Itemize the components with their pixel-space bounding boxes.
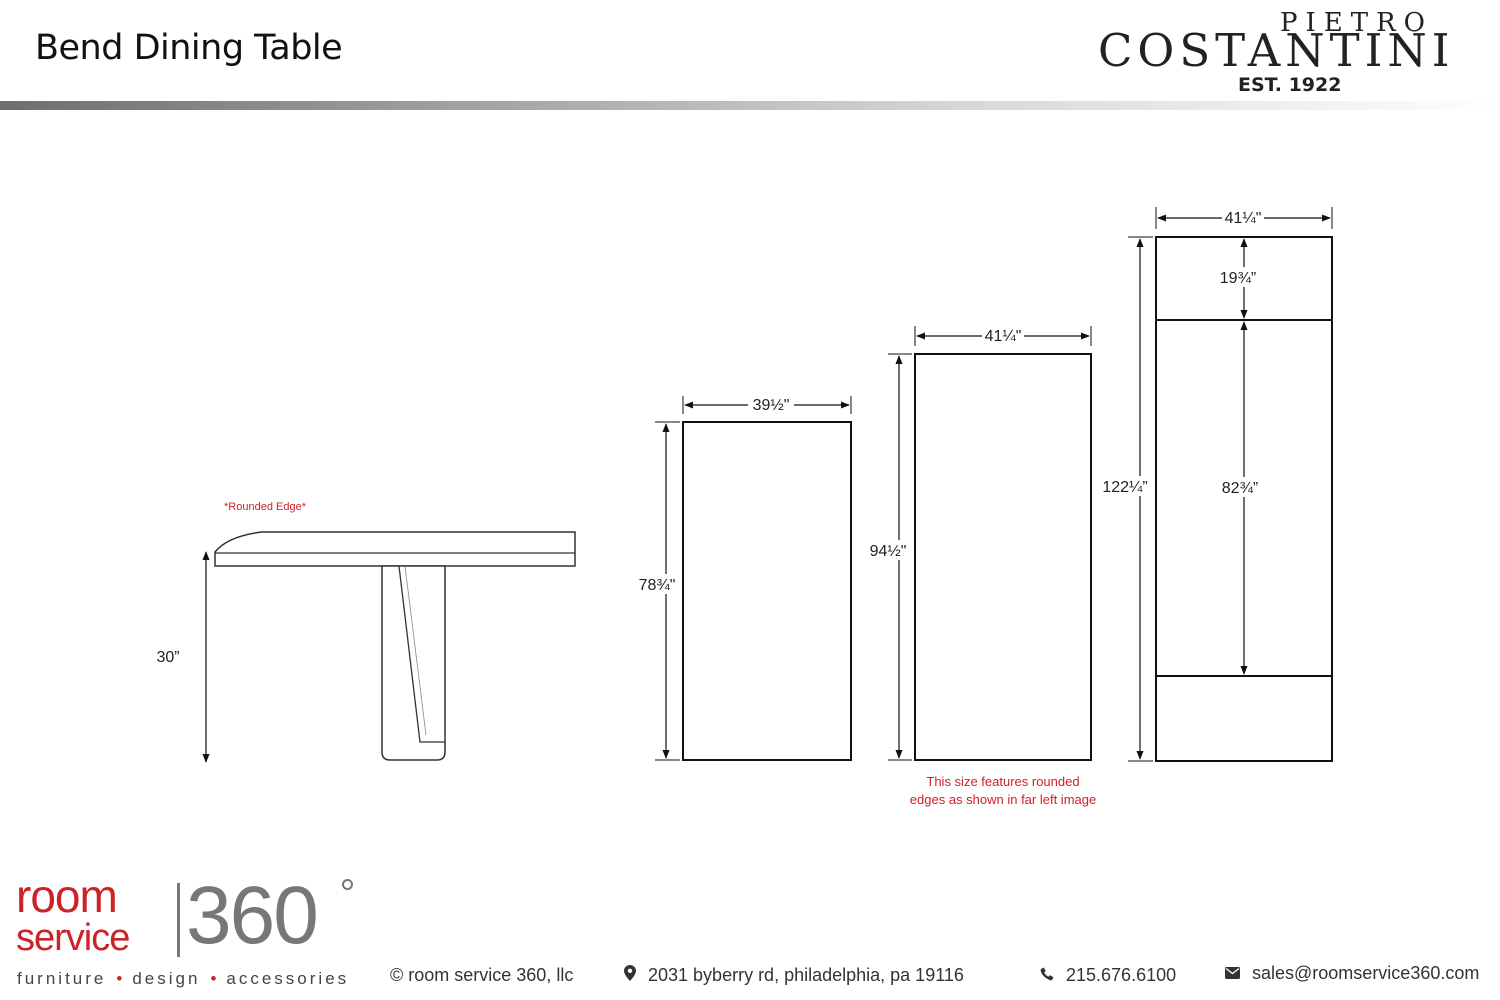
tagline-furniture: furniture (17, 969, 107, 988)
degree-icon (342, 879, 353, 890)
inner-label: 82¾” (1222, 480, 1258, 497)
rounded-edge-note: *Rounded Edge* (224, 501, 307, 513)
logo-word-service: service (16, 917, 130, 959)
table-top-rect (682, 421, 852, 761)
tabletop-outline (214, 531, 576, 567)
footer-phone[interactable]: 215.676.6100 (1040, 965, 1176, 986)
logo-tagline: furniture • design • accessories (17, 969, 349, 989)
phone-icon (1040, 965, 1054, 986)
brand-line2: COSTANTINI (1098, 24, 1455, 77)
tagline-separator: • (210, 969, 217, 988)
footer-copyright: © room service 360, llc (390, 965, 574, 985)
phone-text[interactable]: 215.676.6100 (1066, 965, 1177, 985)
logo-word-room: room (16, 870, 118, 922)
table-leg-bend-line (398, 565, 445, 743)
brand-line1: PIETRO (1280, 8, 1433, 38)
top-view-small: 39½" 78¾" (636, 395, 852, 761)
top-view-extended: 41¼" 122¼” 19¾” 82¾” (1100, 207, 1333, 762)
tagline-separator: • (116, 969, 123, 988)
rounded-edges-note-line1: This size features rounded (926, 774, 1079, 789)
footer-email[interactable]: sales@roomservice360.com (1225, 963, 1479, 984)
length-label: 78¾" (639, 577, 676, 594)
email-link[interactable]: sales@roomservice360.com (1252, 963, 1480, 983)
page-title: Bend Dining Table (35, 28, 343, 68)
room-service-360-logo: room service 360 furniture • design • access… (14, 870, 359, 995)
tagline-accessories: accessories (226, 969, 350, 988)
footer-address: 2031 byberry rd, philadelphia, pa 19116 (624, 965, 964, 986)
width-label: 39½" (753, 397, 790, 414)
header-divider (0, 101, 1500, 110)
length-label: 122¼” (1102, 479, 1147, 496)
location-pin-icon (624, 965, 636, 986)
logo-number-360: 360 (186, 870, 319, 961)
table-leg-bend-shade (404, 565, 427, 736)
leaf-label: 19¾” (1220, 270, 1256, 287)
table-leg-outline (381, 565, 446, 761)
side-view: *Rounded Edge* 30” (156, 501, 576, 763)
rounded-edges-note-line2: edges as shown in far left image (910, 792, 1096, 807)
tagline-design: design (132, 969, 201, 988)
brand-line3: EST. 1922 (1238, 74, 1342, 96)
length-label: 94½" (870, 543, 907, 560)
table-top-rect (914, 353, 1092, 761)
brand-logo: PIETRO COSTANTINI EST. 1922 (1090, 6, 1490, 98)
top-view-medium: 41¼" 94½" This size features rounded edg… (867, 326, 1096, 807)
logo-divider (177, 883, 180, 957)
address-text: 2031 byberry rd, philadelphia, pa 19116 (648, 965, 964, 985)
envelope-icon (1225, 963, 1240, 984)
width-label: 41¼" (1225, 210, 1262, 227)
height-label: 30” (156, 649, 179, 666)
width-label: 41¼" (985, 328, 1022, 345)
